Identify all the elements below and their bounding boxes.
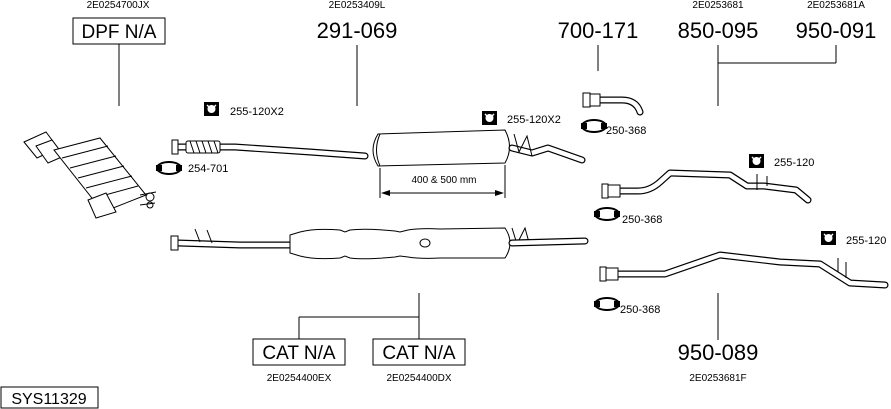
hanger-icon: [482, 111, 497, 125]
clamp-label: 250-368: [620, 304, 660, 316]
length-dimension-marker: [379, 165, 506, 198]
system-code-box: [0, 386, 99, 409]
clamp-icon: [581, 119, 607, 133]
hanger-label: 255-120: [846, 235, 886, 247]
dpf-label-box: [72, 17, 166, 45]
clamp-icon: [156, 161, 182, 175]
dpf-oem-number: 2E0254700JX: [87, 0, 150, 11]
rear-pipe-ab-drawing: [601, 169, 812, 204]
dpf-part-number: DPF N/A: [82, 22, 157, 43]
front-pipe-drawing: [171, 129, 586, 167]
cat-2-oem-number: 2E0254400DX: [386, 373, 451, 384]
rear-a-oem-number: 2E0253681: [692, 0, 744, 11]
clamp-label: 254-701: [188, 163, 228, 175]
hanger-icon: [749, 154, 764, 168]
hanger-label: 255-120: [774, 157, 814, 169]
clamp-icon: [594, 297, 620, 311]
tailpipe-short-drawing: [582, 92, 644, 116]
hanger-label: 255-120X2: [507, 114, 561, 126]
cat-2-label-box: [372, 338, 466, 366]
cat-1-part-number: CAT N/A: [262, 343, 336, 364]
clamp-label: 250-368: [622, 214, 662, 226]
hanger-icon: [204, 102, 219, 116]
system-code: SYS11329: [11, 391, 86, 408]
rear-b-oem-number: 2E0253681A: [807, 0, 865, 11]
rear-pipe-long-drawing: [599, 251, 889, 289]
hanger-icon: [821, 231, 836, 245]
front-pipe-oem-number: 2E0253409L: [329, 0, 386, 11]
length-dimension-text: 400 & 500 mm: [411, 175, 476, 186]
rear-b-part-number: 950-091: [796, 18, 877, 43]
tailpipe-short-part-number: 700-171: [558, 18, 639, 43]
dpf-unit-drawing: [23, 131, 157, 219]
rear-long-oem-number: 2E0253681F: [689, 373, 746, 384]
hanger-label: 255-120X2: [230, 106, 284, 118]
catalyst-pipe-drawing: [170, 226, 589, 260]
cat-leader-bracket: [298, 293, 420, 339]
cat-2-part-number: CAT N/A: [382, 343, 456, 364]
clamp-label: 250-368: [606, 125, 646, 137]
cat-1-oem-number: 2E0254400EX: [267, 373, 332, 384]
rear-ab-leader-bracket: [717, 45, 837, 106]
clamp-icon: [594, 207, 620, 221]
rear-a-part-number: 850-095: [678, 18, 759, 43]
cat-1-label-box: [252, 338, 346, 366]
rear-long-part-number: 950-089: [678, 340, 759, 365]
front-pipe-part-number: 291-069: [317, 18, 398, 43]
